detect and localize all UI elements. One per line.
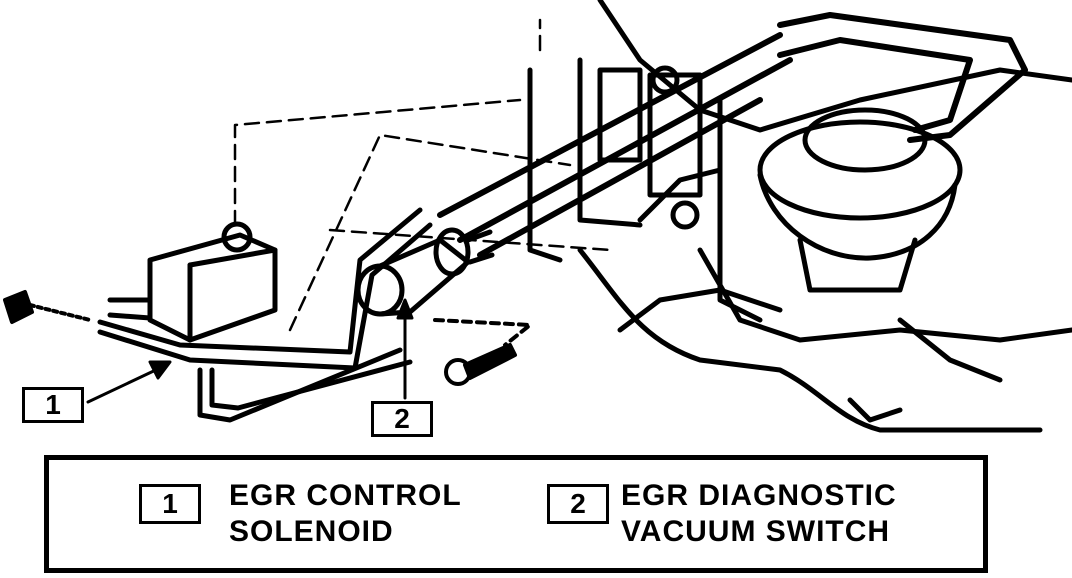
callout-leader-lines [86,298,414,404]
legend-label-2-line1: EGR DIAGNOSTIC [621,479,897,512]
legend-label-1-line1: EGR CONTROL [229,479,462,512]
bolt-left [3,290,92,324]
bolt-right [433,318,532,386]
solenoid-vacuum-lines [97,207,433,423]
vacuum-hoses [437,12,1028,258]
legend-number-1: 1 [139,484,201,524]
legend-panel: 1 EGR CONTROL SOLENOID 2 EGR DIAGNOSTIC … [44,455,988,573]
legend-label-1-line2: SOLENOID [229,515,394,548]
legend-label-2: EGR DIAGNOSTIC VACUUM SWITCH [621,478,897,550]
callout-1: 1 [22,387,84,423]
legend-label-1: EGR CONTROL SOLENOID [229,478,462,550]
legend-number-2: 2 [547,484,609,524]
dashed-guide-lines [233,18,612,332]
mounting-bracket [527,57,763,323]
callout-2: 2 [371,401,433,437]
legend-label-2-line2: VACUUM SWITCH [621,515,891,548]
engine-illustration [3,0,1072,433]
egr-control-solenoid [107,221,278,343]
